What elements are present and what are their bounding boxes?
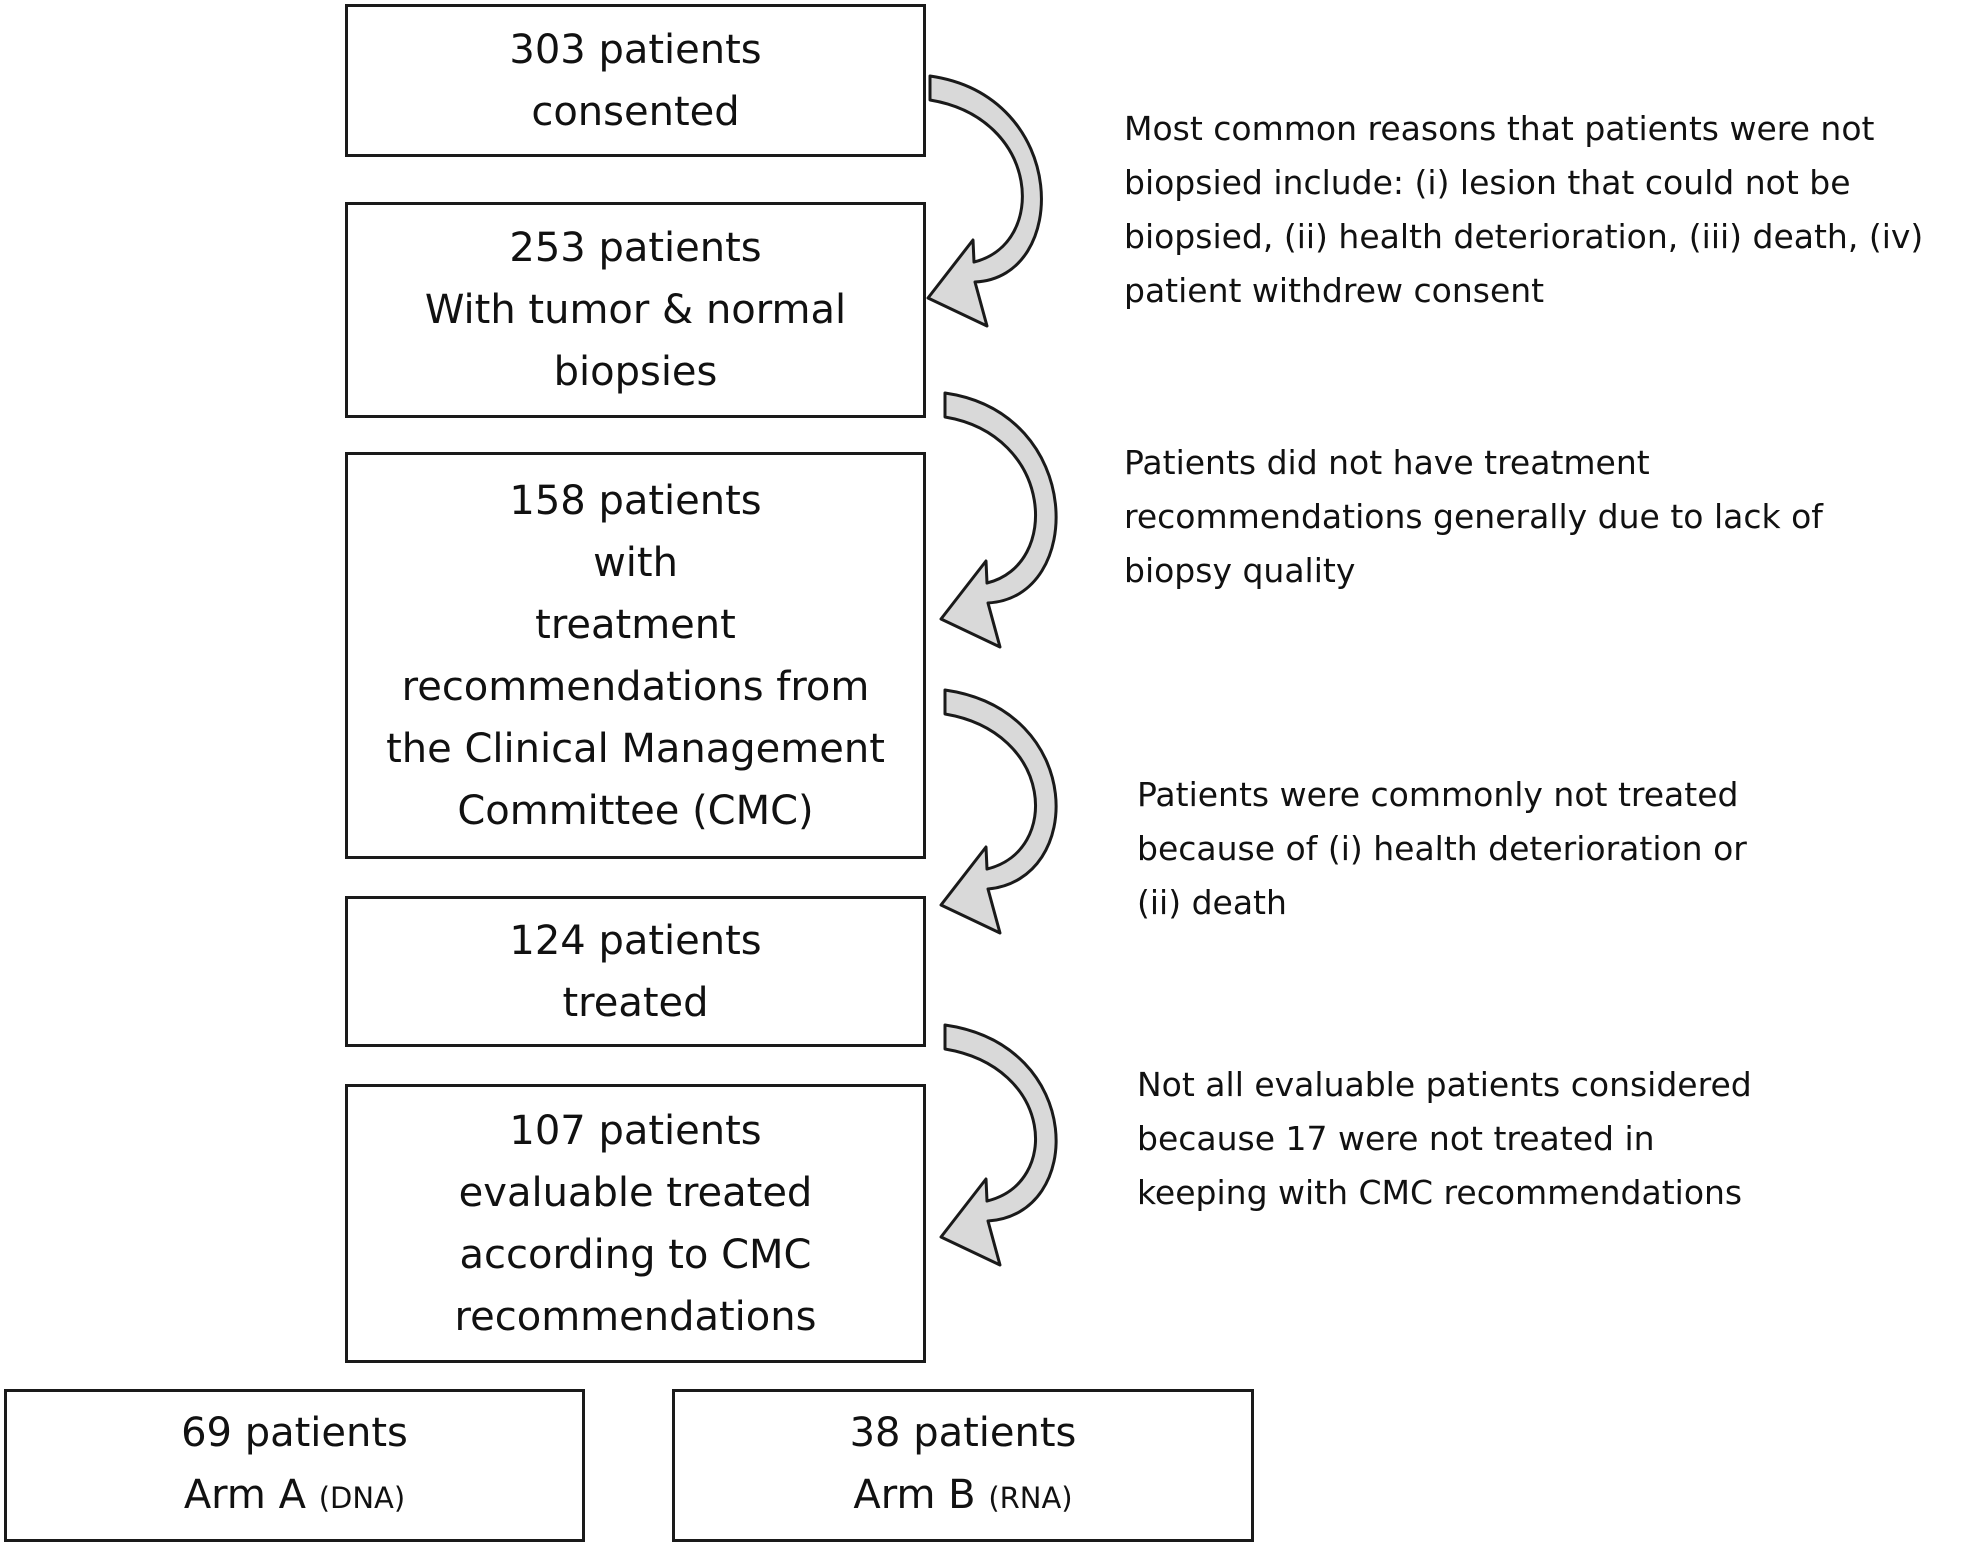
- note-not-evaluable-line-3: keeping with CMC recommendations: [1137, 1173, 1743, 1212]
- box-arm-b-count: 38 patients: [849, 1410, 1077, 1456]
- box-evaluable-count: 107 patients: [509, 1107, 762, 1154]
- box-treated-label: treated: [562, 979, 709, 1026]
- box-biopsies-label-2: biopsies: [553, 349, 718, 395]
- note-not-evaluable-line-1: Not all evaluable patients considered: [1137, 1065, 1752, 1104]
- note-not-treated: Patients were commonly not treated becau…: [1137, 768, 1747, 930]
- box-evaluable-label-2: according to CMC: [459, 1231, 812, 1278]
- box-treated-count: 124 patients: [509, 917, 762, 964]
- curved-arrow-1: [926, 74, 1043, 328]
- note-not-evaluable: Not all evaluable patients considered be…: [1137, 1058, 1752, 1220]
- box-arm-a-label: Arm A: [183, 1472, 306, 1518]
- note-not-treated-line-3: (ii) death: [1137, 883, 1287, 922]
- box-consented-label: consented: [531, 88, 740, 135]
- box-arm-a: 69 patients Arm A (DNA): [4, 1389, 585, 1542]
- box-evaluable: 107 patients evaluable treated according…: [345, 1084, 926, 1363]
- box-recommendations-label-2: treatment: [535, 601, 736, 648]
- box-biopsies: 253 patients With tumor & normal biopsie…: [345, 202, 926, 418]
- note-no-recommendations-line-3: biopsy quality: [1124, 551, 1356, 590]
- note-no-recommendations-line-2: recommendations generally due to lack of: [1124, 497, 1823, 536]
- box-biopsies-count: 253 patients: [509, 225, 762, 271]
- box-consented-count: 303 patients: [509, 26, 762, 73]
- note-not-treated-line-2: because of (i) health deterioration or: [1137, 829, 1747, 868]
- box-recommendations-label-5: Committee (CMC): [457, 787, 814, 834]
- box-arm-b-type: (RNA): [988, 1481, 1073, 1515]
- box-consented: 303 patients consented: [345, 4, 926, 157]
- note-no-recommendations-line-1: Patients did not have treatment: [1124, 443, 1650, 482]
- box-arm-a-count: 69 patients: [181, 1410, 408, 1456]
- box-recommendations: 158 patients with treatment recommendati…: [345, 452, 926, 859]
- box-treated: 124 patients treated: [345, 896, 926, 1047]
- box-recommendations-count: 158 patients: [509, 477, 762, 524]
- box-evaluable-label-1: evaluable treated: [458, 1169, 813, 1216]
- note-not-biopsied-line-1: Most common reasons that patients were n…: [1124, 109, 1875, 148]
- note-not-biopsied-line-3: biopsied, (ii) health deterioration, (ii…: [1124, 217, 1924, 256]
- curved-arrow-4: [939, 1023, 1058, 1267]
- curved-arrow-2: [939, 391, 1058, 649]
- box-evaluable-label-3: recommendations: [454, 1293, 817, 1340]
- box-biopsies-label-1: With tumor & normal: [424, 287, 847, 333]
- box-recommendations-label-4: the Clinical Management: [386, 725, 885, 772]
- note-no-recommendations: Patients did not have treatment recommen…: [1124, 436, 1823, 598]
- box-recommendations-label-1: with: [593, 539, 678, 586]
- box-arm-b-label: Arm B: [853, 1472, 976, 1518]
- note-not-biopsied: Most common reasons that patients were n…: [1124, 102, 1923, 318]
- box-arm-b: 38 patients Arm B (RNA): [672, 1389, 1254, 1542]
- note-not-biopsied-line-2: biopsied include: (i) lesion that could …: [1124, 163, 1851, 202]
- box-arm-a-type: (DNA): [318, 1481, 406, 1515]
- box-recommendations-label-3: recommendations from: [401, 663, 870, 710]
- note-not-evaluable-line-2: because 17 were not treated in: [1137, 1119, 1655, 1158]
- note-not-biopsied-line-4: patient withdrew consent: [1124, 271, 1545, 310]
- curved-arrow-3: [939, 688, 1058, 935]
- note-not-treated-line-1: Patients were commonly not treated: [1137, 775, 1739, 814]
